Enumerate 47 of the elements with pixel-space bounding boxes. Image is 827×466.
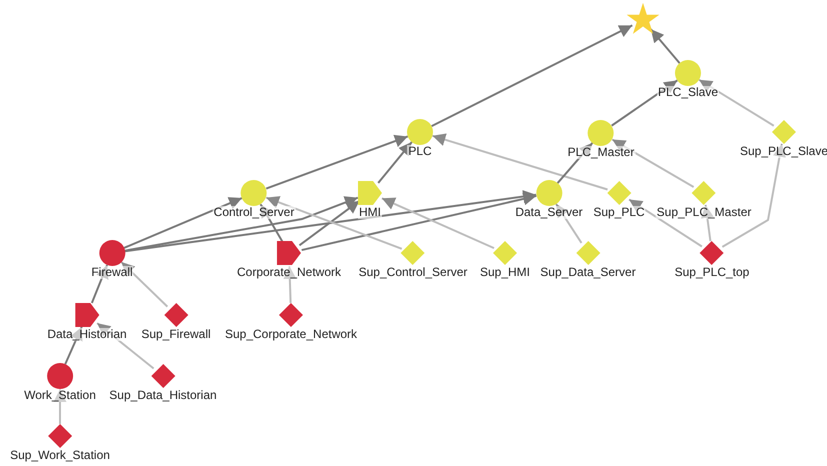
node-label: PLC_Slave <box>656 86 720 99</box>
arrow <box>124 190 536 252</box>
arrow <box>124 196 358 252</box>
node-label: PLC <box>407 145 433 158</box>
arrow <box>301 192 537 252</box>
node-label: Sup_Data_Server <box>539 266 637 279</box>
arrow <box>377 141 413 184</box>
node-label: Control_Server <box>212 206 296 219</box>
arrow <box>90 264 108 304</box>
arrow <box>298 200 360 246</box>
arrow <box>124 197 242 249</box>
arrow <box>381 197 494 250</box>
node-label: Corporate_Network <box>236 266 342 279</box>
arrow <box>120 261 168 308</box>
node-label: Sup_PLC_Master <box>656 206 752 219</box>
arrow <box>260 204 284 242</box>
arrow <box>700 204 714 242</box>
node-label: HMI <box>358 206 382 219</box>
node-label: Data_Historian <box>46 328 128 341</box>
node-label: Sup_HMI <box>478 266 532 279</box>
node-label: Sup_Firewall <box>140 328 212 341</box>
arrow <box>266 196 402 250</box>
node-label: PLC_Master <box>566 146 636 159</box>
node-label: Sup_PLC <box>592 206 646 219</box>
node-label: Firewall <box>90 266 134 279</box>
arrow <box>556 142 594 184</box>
arrow <box>612 138 694 188</box>
arrow <box>96 322 154 370</box>
arrow <box>611 80 678 126</box>
arrow <box>698 78 774 127</box>
arrow <box>431 24 633 128</box>
node-label: Sup_Data_Historian <box>108 389 218 402</box>
arrow <box>555 203 582 244</box>
arrow <box>650 28 680 64</box>
node-label: Sup_Corporate_Network <box>224 328 358 341</box>
arrow <box>54 389 66 424</box>
node-label: Work_Station <box>23 389 97 402</box>
arrow <box>64 326 83 365</box>
node-label: Sup_Control_Server <box>358 266 468 279</box>
node-label: Sup_Work_Station <box>9 449 111 462</box>
arrow <box>722 144 786 248</box>
arrow <box>266 134 408 190</box>
node-label: Data_Server <box>514 206 584 219</box>
arrow <box>432 133 608 190</box>
arrow <box>283 266 296 304</box>
node-label: Sup_PLC_top <box>674 266 750 279</box>
arrow <box>628 198 702 248</box>
